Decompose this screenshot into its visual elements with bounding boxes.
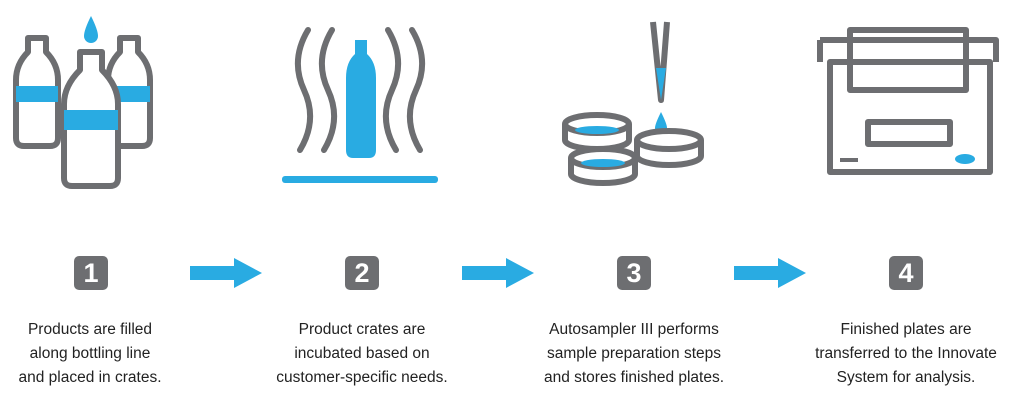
step-3-number-badge: 3 (617, 256, 651, 290)
caption-line: Finished plates are (840, 321, 972, 338)
caption-line: sample preparation steps (546, 345, 722, 362)
caption-line: transferred to the Innovate (815, 345, 997, 362)
arrow-right-icon (734, 258, 806, 288)
step-2-caption: Product crates are incubated based on cu… (242, 318, 482, 390)
arrow-right-icon (462, 258, 534, 288)
step-4-caption: Finished plates are transferred to the I… (786, 318, 1024, 390)
bottles-icon (13, 16, 153, 189)
caption-line: incubated based on (294, 345, 430, 362)
caption-line: Products are filled (27, 321, 153, 338)
step-2-number-badge: 2 (345, 256, 379, 290)
step-4-number-badge: 4 (889, 256, 923, 290)
caption-line: along bottling line (29, 345, 151, 362)
incubation-icon (282, 27, 438, 183)
caption-line: Product crates are (298, 321, 426, 338)
caption-line: and placed in crates. (18, 369, 162, 386)
caption-line: customer-specific needs. (276, 369, 448, 386)
sample-plates-pipette-icon (562, 21, 704, 186)
step-1-number-badge: 1 (74, 256, 108, 290)
step-1-caption: Products are filled along bottling line … (0, 318, 210, 390)
caption-line: and stores finished plates. (543, 369, 725, 386)
caption-line: Autosampler III performs (549, 321, 719, 338)
caption-line: System for analysis. (836, 369, 976, 386)
step-3-caption: Autosampler III performs sample preparat… (514, 318, 754, 390)
analyzer-instrument-icon (817, 27, 999, 175)
arrow-right-icon (190, 258, 262, 288)
